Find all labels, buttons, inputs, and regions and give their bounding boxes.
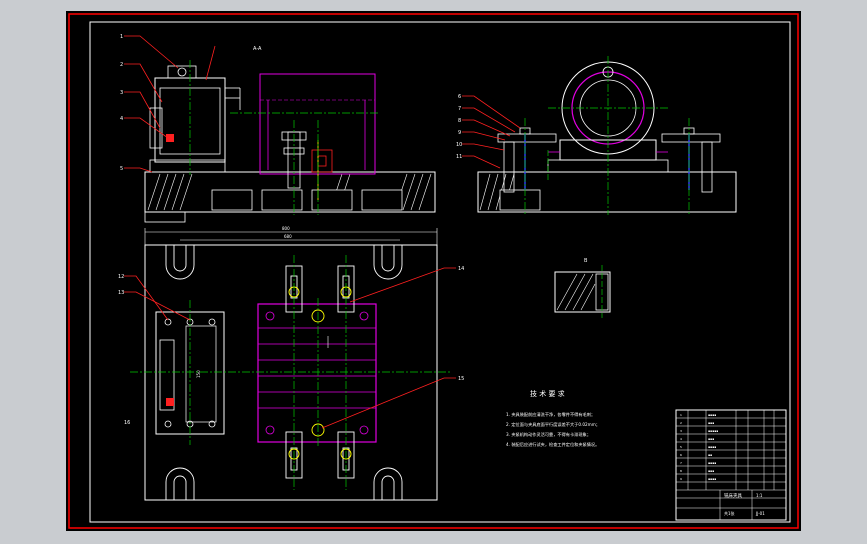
callout-15: 15 xyxy=(458,376,464,382)
svg-text:▪▪▪▪: ▪▪▪▪ xyxy=(708,445,716,449)
dim-overall-width: 800 xyxy=(282,226,290,231)
callout-14: 14 xyxy=(458,266,464,272)
svg-text:4: 4 xyxy=(680,437,682,441)
svg-text:▪▪: ▪▪ xyxy=(708,453,712,457)
notes-line-3: 3. 夹紧机构动作灵活可靠，不得有卡滞现象； xyxy=(506,431,591,438)
sheet-inner-border xyxy=(89,21,791,523)
title-block: 123 456 789 ▪▪▪▪▪▪▪▪▪▪▪▪ ▪▪▪▪▪▪▪▪▪ ▪▪▪▪▪… xyxy=(675,409,787,521)
sheet-outer-frame xyxy=(68,13,799,529)
callout-11: 11 xyxy=(456,154,462,160)
svg-text:▪▪▪: ▪▪▪ xyxy=(708,437,714,441)
svg-text:5: 5 xyxy=(680,445,682,449)
detail-label: B xyxy=(584,258,588,264)
notes-line-4: 4. 装配后应进行试夹，检查工件定位和夹紧情况。 xyxy=(506,441,599,448)
callout-13: 13 xyxy=(118,290,124,296)
callout-16: 16 xyxy=(124,420,130,426)
notes-line-2: 2. 定位面与夹具底面平行度误差不大于0.02mm； xyxy=(506,421,600,428)
notes-heading: 技 术 要 求 xyxy=(530,389,565,398)
callout-4: 4 xyxy=(120,116,123,122)
callout-9: 9 xyxy=(458,130,461,136)
plan-view: 800 680 150 xyxy=(118,226,464,501)
callout-1: 1 xyxy=(120,34,123,40)
callout-10: 10 xyxy=(456,142,462,148)
svg-text:▪▪▪: ▪▪▪ xyxy=(708,421,714,425)
dim-plate: 150 xyxy=(196,370,201,378)
svg-text:6: 6 xyxy=(680,453,682,457)
detail-view-b: B xyxy=(554,258,611,318)
svg-text:9: 9 xyxy=(680,477,682,481)
svg-text:▪▪▪▪▪: ▪▪▪▪▪ xyxy=(708,429,718,433)
svg-text:▪▪▪▪: ▪▪▪▪ xyxy=(708,477,716,481)
dim-inner-width: 680 xyxy=(284,234,292,239)
callout-6: 6 xyxy=(458,94,461,100)
view-label-aa: A-A xyxy=(253,46,262,52)
title-scale: 1:1 xyxy=(756,493,763,498)
title-sheet: 共1张 xyxy=(724,510,735,516)
callout-3: 3 xyxy=(120,90,123,96)
drawing-background xyxy=(66,11,801,531)
svg-text:2: 2 xyxy=(680,421,682,425)
front-view: 1 2 3 4 5 A-A xyxy=(120,34,436,223)
callout-2: 2 xyxy=(120,62,123,68)
notes-line-1: 1. 夹具装配前应清洗干净，各零件不得有毛刺； xyxy=(506,411,595,418)
side-view: 6 7 8 9 10 11 xyxy=(456,56,737,215)
svg-text:7: 7 xyxy=(680,461,682,465)
title-number: JJ-01 xyxy=(755,511,765,516)
svg-text:▪▪▪▪: ▪▪▪▪ xyxy=(708,413,716,417)
svg-text:3: 3 xyxy=(680,429,682,433)
svg-text:1: 1 xyxy=(680,413,682,417)
callout-5: 5 xyxy=(120,166,123,172)
callout-8: 8 xyxy=(458,118,461,124)
callout-12: 12 xyxy=(118,274,124,280)
technical-notes: 技 术 要 求 1. 夹具装配前应清洗干净，各零件不得有毛刺； 2. 定位面与夹… xyxy=(506,389,600,448)
title-drawing-name: 铣床夹具 xyxy=(724,492,742,499)
svg-text:▪▪▪▪: ▪▪▪▪ xyxy=(708,461,716,465)
callout-7: 7 xyxy=(458,106,461,112)
svg-text:8: 8 xyxy=(680,469,682,473)
svg-text:▪▪▪: ▪▪▪ xyxy=(708,469,714,473)
